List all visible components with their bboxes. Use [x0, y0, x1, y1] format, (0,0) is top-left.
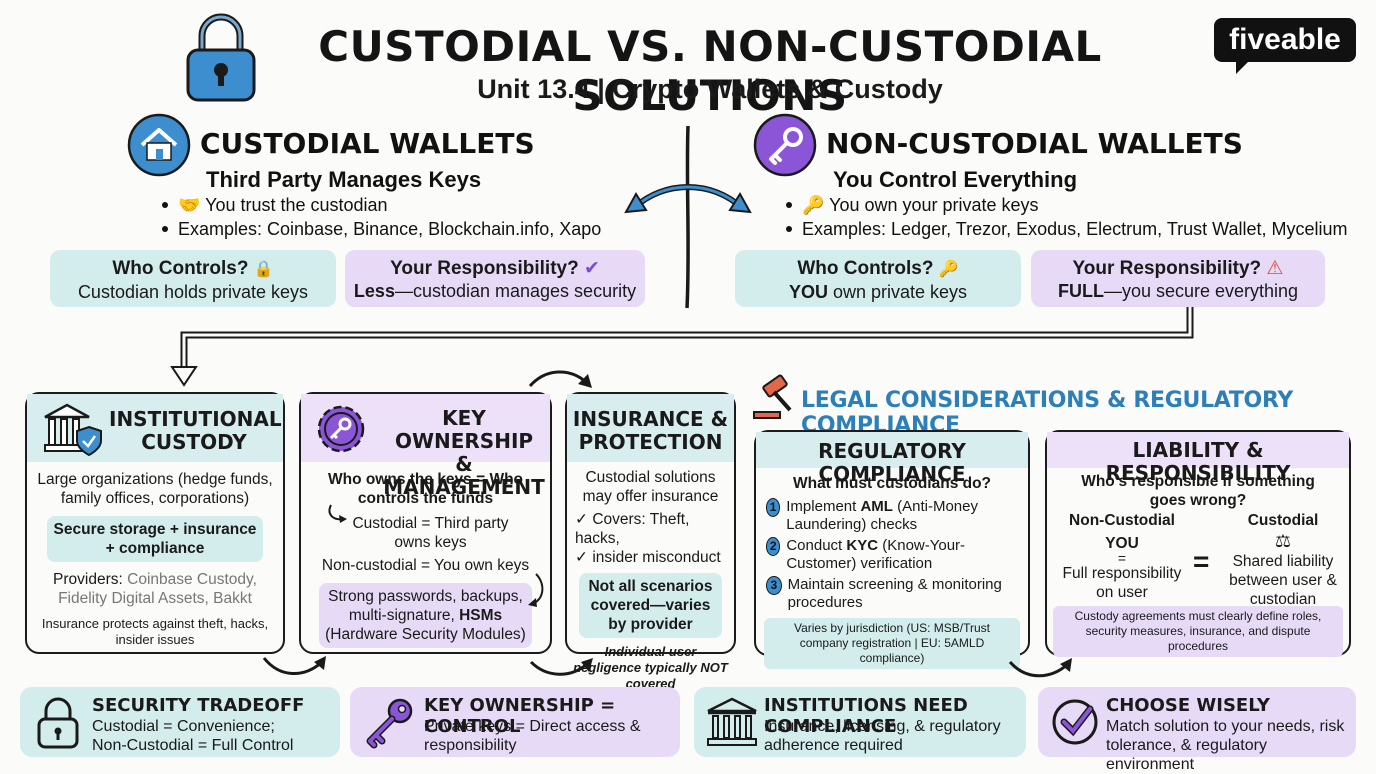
noncustodial-title: NON-CUSTODIAL WALLETS — [826, 127, 1243, 160]
liability-title: LIABILITY & RESPONSIBILITY — [1105, 438, 1291, 485]
gavel-icon — [753, 374, 792, 419]
bank-icon — [707, 697, 757, 746]
page-subtitle: Unit 13.4 | Crypto Wallets & Custody — [477, 74, 943, 104]
noncustodial-responsibility: Your Responsibility? ⚠ FULL—you secure e… — [1031, 250, 1325, 307]
warning-icon: ⚠ — [1266, 258, 1284, 279]
gear-key-icon — [317, 405, 365, 453]
insurance-covers: ✓ Covers: Theft, hacks, ✓ insider miscon… — [575, 511, 721, 566]
padlock-icon — [186, 13, 256, 102]
takeaway-institutions: INSTITUTIONS NEED COMPLIANCE Insurance, … — [694, 687, 1026, 757]
key-circle-icon — [753, 113, 817, 177]
noncustodial-bullet-1: 🔑 You own your private keys — [786, 195, 1039, 216]
lock-icon — [37, 697, 79, 749]
key-icon — [366, 698, 413, 749]
handshake-icon: 🤝 — [178, 195, 201, 215]
check-icon: ✓ — [575, 549, 588, 566]
curved-arrow-small-1 — [328, 504, 347, 523]
fiveable-logo: fiveable — [1214, 18, 1356, 74]
regulatory-title: REGULATORY COMPLIANCE — [818, 439, 966, 486]
liability-equals: = — [1193, 546, 1210, 577]
takeaway-key-ownership: KEY OWNERSHIP = CONTROL Private keys = D… — [350, 687, 680, 757]
key-ownership-title: KEY OWNERSHIP& MANAGEMENT — [383, 406, 545, 499]
curved-arrow-1 — [262, 656, 326, 675]
institutional-highlight: Secure storage + insurance + compliance — [47, 516, 263, 562]
liability-question: Who's responsible if something goes wron… — [1081, 473, 1315, 509]
key-ownership-practices: Strong passwords, backups, multi-signatu… — [319, 583, 532, 648]
noncustodial-subtitle: You Control Everything — [833, 167, 1078, 192]
noncustodial-bullet-2: Examples: Ledger, Trezor, Exodus, Electr… — [786, 219, 1348, 240]
custodial-bullet-1: 🤝 You trust the custodian — [162, 195, 388, 216]
institutional-providers: Providers: Coinbase Custody, Fidelity Di… — [53, 571, 257, 607]
insurance-highlight: Not all scenarios covered—varies by prov… — [579, 573, 722, 638]
institutional-note: Insurance protects against theft, hacks,… — [41, 616, 269, 647]
liability-note: Custody agreements must clearly define r… — [1053, 606, 1343, 657]
liability-custodial: Custodial ⚖ Shared liability between use… — [1223, 512, 1343, 609]
key-outline-icon: 🔑 — [938, 261, 959, 278]
curved-arrow-small-2 — [528, 573, 544, 607]
curved-arrow-3 — [529, 658, 593, 676]
key-icon: 🔑 — [802, 195, 825, 215]
page-title: CUSTODIAL VS. NON-CUSTODIAL SOLUTIONS — [318, 22, 1102, 120]
custodial-responsibility: Your Responsibility? ✔ Less—custodian ma… — [345, 250, 645, 307]
divider-line — [685, 125, 690, 309]
custodial-title: CUSTODIAL WALLETS — [200, 127, 535, 160]
curved-arrow-2 — [528, 370, 592, 388]
key-ownership-card: KEY OWNERSHIP& MANAGEMENT Who owns the k… — [299, 392, 552, 654]
key-ownership-noncustodial: Non-custodial = You own keys — [321, 557, 530, 574]
flow-arrow-top — [170, 307, 1194, 387]
insurance-note: Individual user negligence typically NOT… — [573, 644, 728, 691]
regulatory-note: Varies by jurisdiction (US: MSB/Trust co… — [764, 618, 1020, 669]
liability-noncustodial: Non-Custodial YOU = Full responsibility … — [1062, 512, 1182, 601]
key-ownership-lead: Who owns the keys = Who controls the fun… — [327, 471, 524, 507]
home-icon — [127, 113, 191, 177]
check-circle-icon — [1052, 699, 1098, 745]
custodial-subtitle: Third Party Manages Keys — [206, 167, 482, 192]
scales-icon: ⚖ — [1274, 531, 1292, 551]
insurance-desc: Custodial solutions may offer insurance — [582, 469, 719, 505]
regulatory-question: What must custodians do? — [792, 475, 992, 492]
institutional-desc: Large organizations (hedge funds, family… — [37, 471, 273, 507]
noncustodial-who-controls: Who Controls? 🔑 YOU own private keys — [735, 250, 1021, 307]
checkmark-icon: ✔ — [583, 258, 600, 279]
custodial-who-controls: Who Controls? 🔒 Custodian holds private … — [50, 250, 336, 307]
regulatory-card: REGULATORY COMPLIANCE What must custodia… — [754, 430, 1030, 669]
insurance-title: INSURANCE &PROTECTION — [572, 407, 729, 454]
check-icon: ✓ — [575, 511, 588, 528]
lock-icon: 🔒 — [253, 261, 274, 278]
liability-card: LIABILITY & RESPONSIBILITY Who's respons… — [1045, 430, 1351, 657]
institution-shield-icon — [44, 403, 102, 457]
custodial-bullet-2: Examples: Coinbase, Binance, Blockchain.… — [162, 219, 601, 240]
takeaway-choose-wisely: CHOOSE WISELY Match solution to your nee… — [1038, 687, 1356, 773]
key-ownership-custodial: Custodial = Third party owns keys — [352, 515, 509, 551]
insurance-card: INSURANCE &PROTECTION Custodial solution… — [565, 392, 736, 691]
takeaway-security-tradeoff: SECURITY TRADEOFF Custodial = Convenienc… — [20, 687, 340, 757]
liability-compare: Non-Custodial YOU = Full responsibility … — [1047, 510, 1349, 609]
swap-arrows-icon — [624, 184, 752, 214]
curved-arrow-4 — [1008, 658, 1072, 678]
